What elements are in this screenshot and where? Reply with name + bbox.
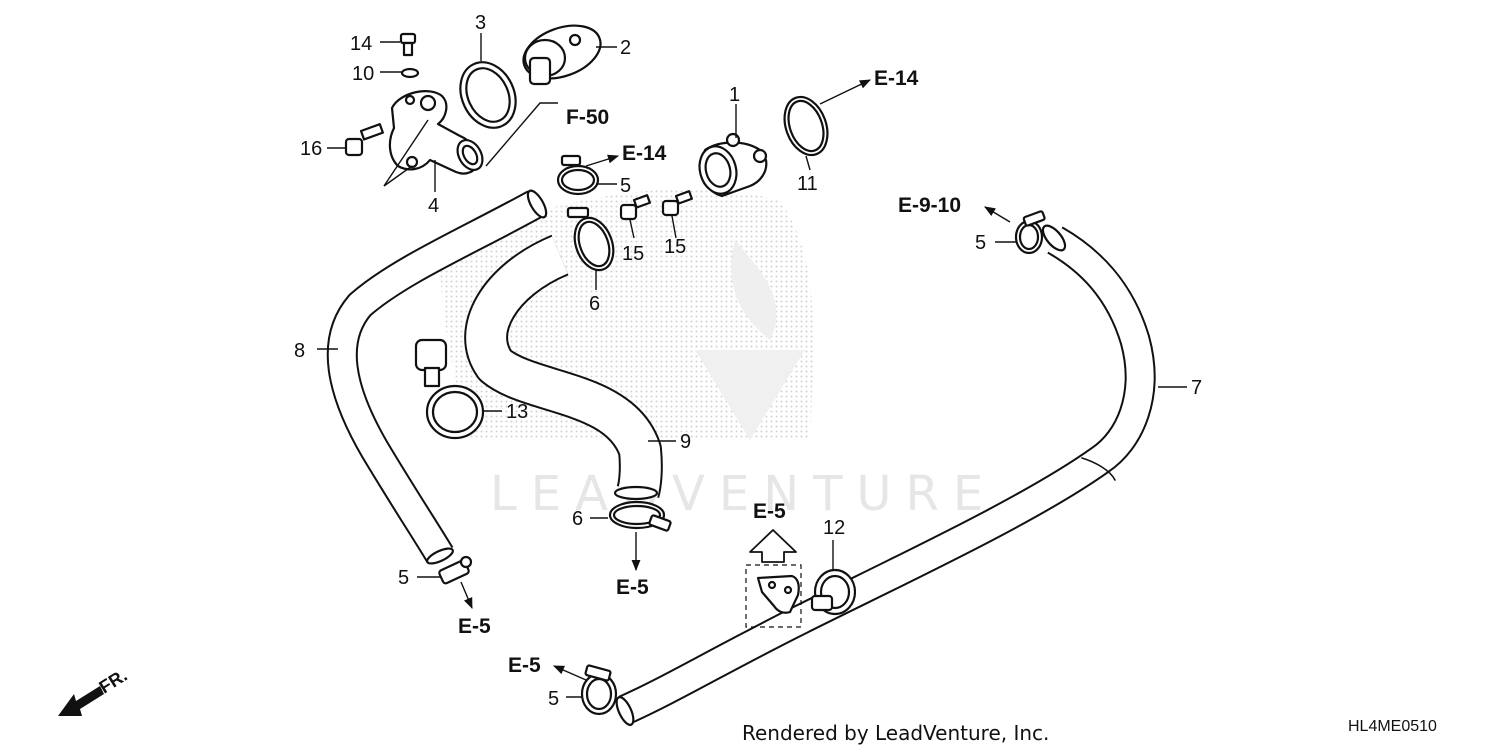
hose-7: [615, 224, 1156, 726]
callout-6-lower: 6: [572, 508, 583, 530]
gasket-3: [459, 61, 517, 129]
callout-16: 16: [300, 138, 322, 160]
callout-5-right: 5: [975, 232, 986, 254]
leader-lines: [317, 33, 1187, 698]
callout-5-lower-left: 5: [398, 567, 409, 589]
clamp-5-right: [1014, 210, 1046, 255]
callout-5-bottom: 5: [548, 688, 559, 710]
watermark: LEADVENTURE: [440, 189, 997, 522]
callout-2: 2: [620, 37, 631, 59]
callout-11: 11: [797, 173, 818, 195]
clamp-6-upper: [566, 206, 615, 272]
watermark-text: LEADVENTURE: [490, 466, 997, 522]
ref-e5-lower-middle[interactable]: E-5: [616, 576, 649, 599]
bolt-14: [399, 32, 417, 57]
callout-9: 9: [680, 431, 691, 453]
ref-e5-lower-left[interactable]: E-5: [458, 615, 491, 638]
ref-e910[interactable]: E-9-10: [898, 194, 961, 217]
clamp-12: [810, 568, 857, 616]
ref-e14-top[interactable]: E-14: [874, 67, 919, 90]
callout-3: 3: [475, 12, 486, 34]
up-arrow-icon: [749, 529, 797, 563]
callout-14: 14: [350, 33, 372, 55]
callout-1: 1: [729, 84, 740, 106]
ref-e5-bottom[interactable]: E-5: [508, 654, 541, 677]
ref-f50[interactable]: F-50: [566, 106, 609, 129]
washer-10: [400, 67, 420, 79]
clamp-13: [414, 338, 485, 440]
ref-e14-middle[interactable]: E-14: [622, 142, 667, 165]
callout-8: 8: [294, 340, 305, 362]
rendered-by-credit: Rendered by LeadVenture, Inc.: [742, 721, 1049, 745]
callout-10: 10: [352, 63, 374, 85]
hose-9: [464, 234, 663, 501]
o-ring-11: [783, 95, 829, 157]
water-outlet-1: [698, 132, 768, 198]
callout-15-b: 15: [664, 236, 686, 258]
clamp-5-upper: [556, 154, 600, 196]
bolt-16: [344, 123, 384, 157]
callout-13: 13: [506, 401, 528, 423]
bolt-15-b: [661, 190, 693, 217]
thermostat-housing: [388, 90, 484, 175]
bracket-detail: [745, 564, 802, 628]
clamp-6-lower: [608, 500, 672, 532]
hose-8: [326, 189, 548, 565]
ref-e5-bracket[interactable]: E-5: [753, 500, 786, 523]
front-arrow-icon: [58, 686, 104, 716]
callout-5-upper: 5: [620, 175, 631, 197]
bolt-15-a: [619, 194, 651, 221]
front-direction-indicator: FR.: [58, 665, 131, 716]
diagram-code: HL4ME0510: [1348, 718, 1437, 735]
clamp-5-bottom: [580, 664, 618, 716]
callout-12: 12: [823, 517, 845, 539]
callout-7: 7: [1191, 377, 1202, 399]
callout-15-a: 15: [622, 243, 644, 265]
clamp-5-lower-left: [438, 555, 473, 585]
callout-6-upper: 6: [589, 293, 600, 315]
callout-4: 4: [428, 195, 439, 217]
thermostat-2: [522, 24, 602, 86]
